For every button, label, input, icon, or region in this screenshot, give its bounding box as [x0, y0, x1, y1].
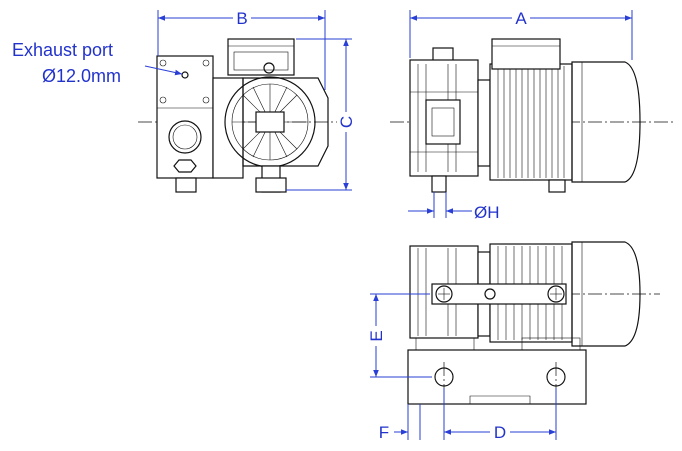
dim-b-label: B — [236, 9, 247, 28]
exhaust-port-icon — [181, 71, 189, 79]
dim-f-label: F — [379, 423, 389, 442]
side-terminal-box — [491, 38, 561, 70]
motor-body — [489, 63, 573, 181]
fan-cover — [571, 61, 641, 183]
dim-e-label: E — [367, 330, 386, 341]
dimension-f: F — [379, 404, 421, 442]
dimension-b: B — [157, 9, 326, 90]
side-view — [390, 38, 675, 193]
exhaust-port-callout: Exhaust port Ø12.0mm — [12, 40, 183, 86]
exhaust-housing — [156, 55, 214, 179]
exhaust-port-size: Ø12.0mm — [42, 66, 121, 86]
cooling-fins — [497, 66, 565, 178]
top-view — [390, 241, 660, 405]
dim-a-label: A — [515, 9, 527, 28]
exhaust-port-title: Exhaust port — [12, 40, 113, 60]
dim-h-label: ØH — [474, 203, 500, 222]
front-view — [138, 38, 345, 193]
terminal-bar — [431, 283, 567, 305]
dimension-d: D — [443, 388, 557, 442]
center-hub — [255, 111, 285, 133]
hex-plug-icon — [173, 159, 197, 173]
dimension-a: A — [409, 9, 633, 60]
dimension-e: E — [367, 293, 432, 378]
dimension-h: ØH — [408, 192, 500, 222]
dim-d-label: D — [494, 423, 506, 442]
dim-c-label: C — [337, 116, 356, 128]
terminal-box — [227, 38, 295, 76]
dimension-c: C — [286, 38, 356, 191]
